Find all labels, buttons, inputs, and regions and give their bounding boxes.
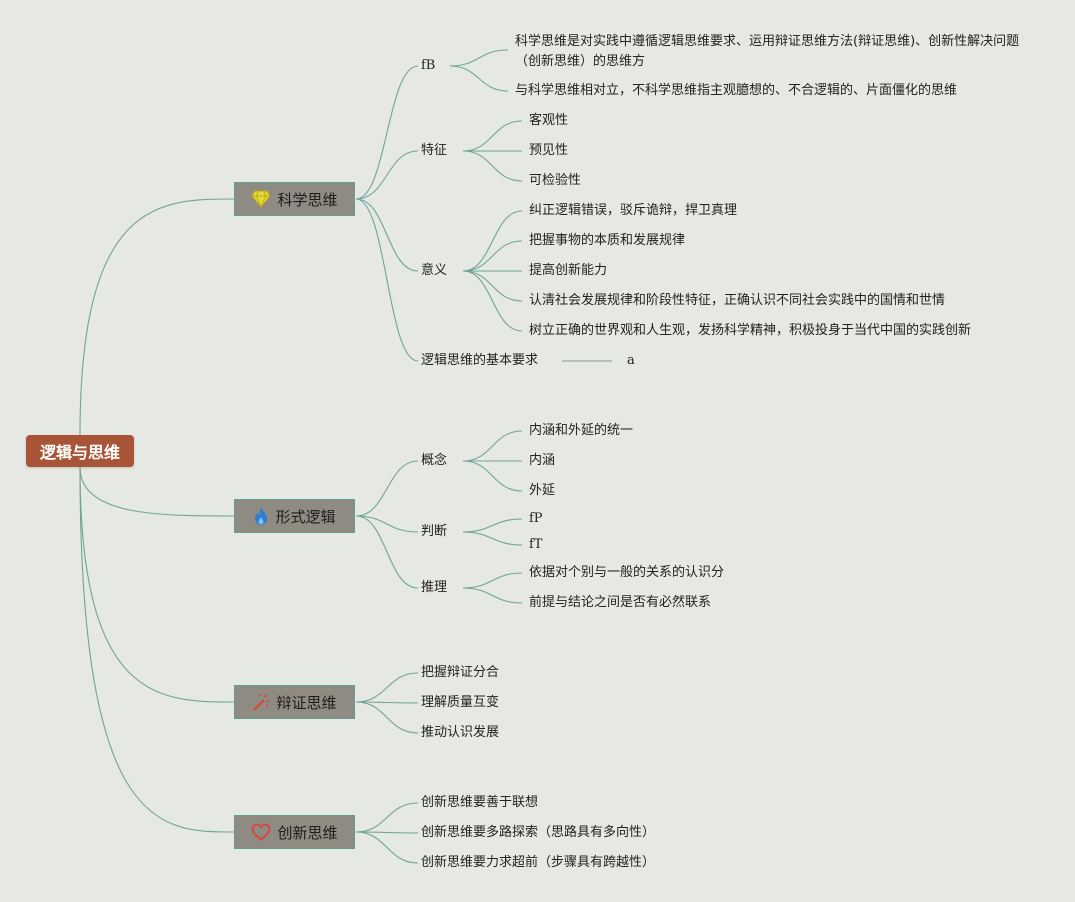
link-formal-sub (355, 515, 419, 533)
branch-formal-logic[interactable]: 形式逻辑 (234, 499, 355, 533)
branch-innovative-thinking[interactable]: 创新思维 (234, 815, 355, 849)
subnode-concept[interactable]: 概念 (421, 453, 448, 468)
connector-curve (462, 430, 523, 462)
connector-curve (462, 270, 523, 332)
link-root-formal (79, 466, 235, 517)
link-formal-sub (355, 515, 419, 589)
root-node[interactable]: 逻辑与思维 (26, 435, 134, 467)
leaf-fp[interactable]: fP (529, 511, 543, 526)
connector-curve (449, 65, 509, 92)
leaf-significance-2[interactable]: 把握事物的本质和发展规律 (529, 233, 686, 248)
branch-label: 创新思维 (277, 823, 338, 842)
connector-curve (462, 460, 523, 492)
subnode-judgment[interactable]: 判断 (421, 524, 448, 539)
link-innovative-leaf (355, 802, 419, 833)
branch-scientific-thinking[interactable]: 科学思维 (234, 182, 355, 216)
leaf-definition[interactable]: 科学思维是对实践中遵循逻辑思维要求、运用辩证思维方法(辩证思维)、创新性解决问题… (515, 34, 1020, 69)
branch-label: 辩证思维 (276, 693, 337, 712)
leaf-a[interactable]: a (627, 353, 635, 368)
leaf-innovative-3[interactable]: 创新思维要力求超前（步骤具有跨越性） (421, 855, 656, 870)
link-dialectical-leaf (355, 672, 419, 703)
link-root-dialectical (79, 466, 235, 703)
leaf-dialectical-2[interactable]: 理解质量互变 (421, 695, 500, 710)
connector-curve (462, 240, 523, 272)
subnode-significance[interactable]: 意义 (421, 263, 448, 278)
subnode-reasoning[interactable]: 推理 (421, 580, 448, 595)
connector-curve (462, 150, 523, 182)
connector-curve (462, 270, 523, 302)
leaf-concept-2[interactable]: 内涵 (529, 453, 556, 468)
leaf-dialectical-3[interactable]: 推动认识发展 (421, 725, 500, 740)
heart-icon (251, 823, 271, 841)
branch-dialectical-thinking[interactable]: 辩证思维 (234, 685, 355, 719)
connector-curve (462, 518, 523, 533)
link-scientific-sub (355, 65, 419, 200)
leaf-ft[interactable]: fT (529, 537, 543, 552)
leaf-reasoning-1[interactable]: 依据对个别与一般的关系的认识分 (529, 565, 725, 580)
subnode-fb[interactable]: fB (421, 58, 436, 73)
link-scientific-sub (355, 150, 419, 200)
connector-curve (462, 572, 523, 589)
link-dialectical-leaf (355, 701, 419, 734)
branch-label: 科学思维 (277, 190, 338, 209)
leaf-concept-3[interactable]: 外延 (529, 483, 556, 498)
link-scientific-sub (355, 198, 419, 272)
connector-curve (462, 210, 523, 272)
leaf-innovative-1[interactable]: 创新思维要善于联想 (421, 795, 539, 810)
leaf-predictability[interactable]: 预见性 (529, 143, 569, 158)
leaf-dialectical-1[interactable]: 把握辩证分合 (421, 665, 500, 680)
leaf-concept-1[interactable]: 内涵和外延的统一 (529, 423, 634, 438)
leaf-contrast[interactable]: 与科学思维相对立，不科学思维指主观臆想的、不合逻辑的、片面僵化的思维 (515, 83, 958, 98)
link-root-scientific (79, 198, 235, 436)
connector-curve (462, 120, 523, 152)
leaf-significance-1[interactable]: 纠正逻辑错误，驳斥诡辩，捍卫真理 (529, 203, 738, 218)
leaf-significance-3[interactable]: 提高创新能力 (529, 263, 608, 278)
flame-icon (253, 506, 269, 526)
leaf-verifiability[interactable]: 可检验性 (529, 173, 582, 188)
subnode-features[interactable]: 特征 (421, 143, 448, 158)
diamond-icon (251, 190, 272, 208)
link-root-innovative (79, 466, 235, 833)
leaf-objectivity[interactable]: 客观性 (529, 113, 569, 128)
branch-label: 形式逻辑 (275, 507, 336, 526)
connector-curve (449, 49, 509, 67)
magic-wand-icon (252, 693, 270, 711)
connector-curve (462, 587, 523, 604)
link-formal-sub (355, 460, 419, 517)
subnode-logic-requirements[interactable]: 逻辑思维的基本要求 (421, 353, 539, 368)
leaf-significance-5[interactable]: 树立正确的世界观和人生观，发扬科学精神，积极投身于当代中国的实践创新 (529, 323, 972, 338)
leaf-significance-4[interactable]: 认清社会发展规律和阶段性特征，正确认识不同社会实践中的国情和世情 (529, 293, 946, 308)
link-scientific-sub (355, 198, 419, 362)
leaf-reasoning-2[interactable]: 前提与结论之间是否有必然联系 (529, 595, 712, 610)
leaf-innovative-2[interactable]: 创新思维要多路探索（思路具有多向性） (421, 825, 656, 840)
link-innovative-leaf (355, 831, 419, 864)
connector-curve (462, 531, 523, 546)
